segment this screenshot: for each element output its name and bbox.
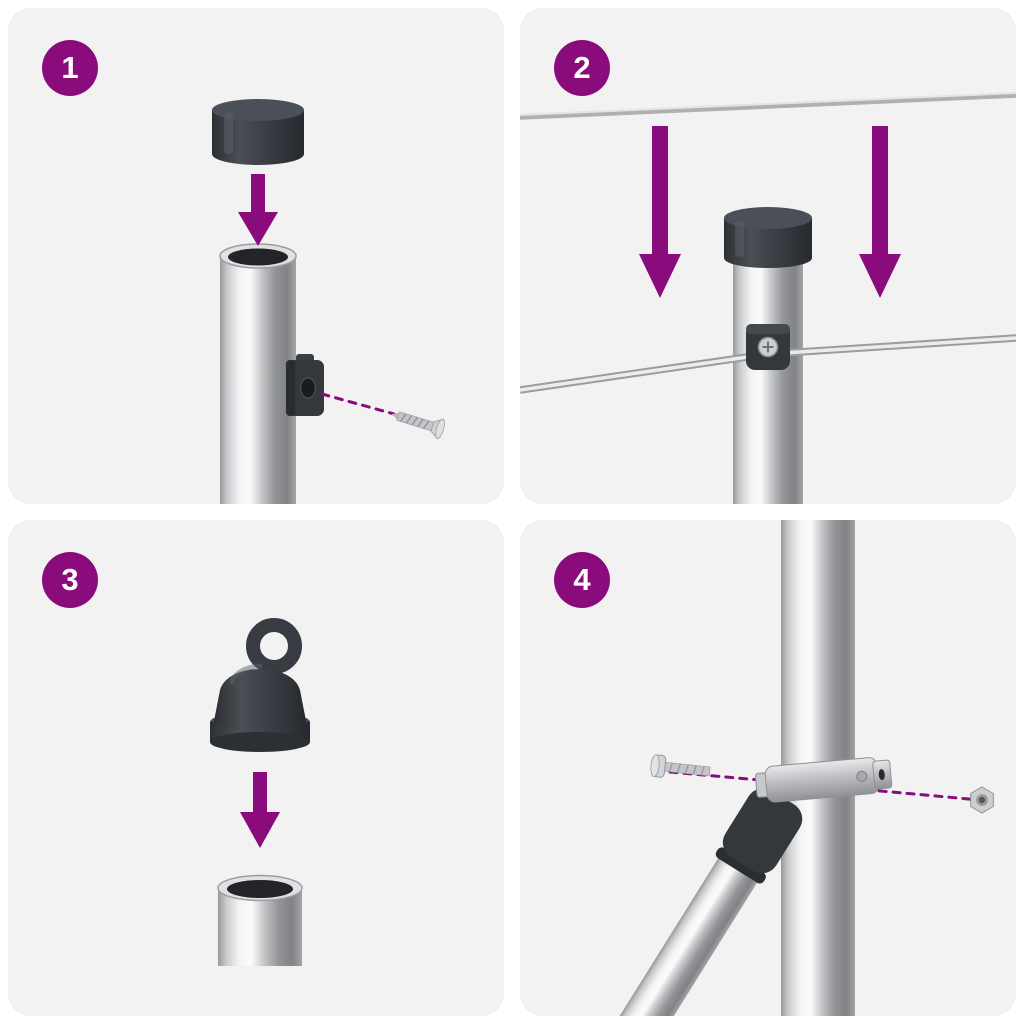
post-tube <box>217 874 303 966</box>
brace-end-fitting <box>722 788 803 874</box>
bolt <box>650 754 711 778</box>
step-number-badge: 4 <box>554 552 610 608</box>
eyelet-ring <box>246 618 302 674</box>
step-number-badge: 3 <box>42 552 98 608</box>
step-panel-3: 3 <box>8 520 504 1016</box>
screw-clamp <box>286 354 324 416</box>
step-panel-1: 1 <box>8 8 504 504</box>
step-panel-4: 4 <box>520 520 1016 1016</box>
brace-collar <box>715 847 766 884</box>
capped-post <box>724 207 812 504</box>
clamp-bolt-head <box>856 770 868 782</box>
step-1-illustration <box>212 99 445 504</box>
upper-tension-wire <box>520 92 1016 120</box>
step-number-badge: 1 <box>42 40 98 96</box>
step-number: 3 <box>61 562 79 597</box>
down-arrow-icon <box>240 772 280 848</box>
step-2-illustration <box>520 92 1016 504</box>
down-arrow-icon <box>859 126 901 298</box>
screw <box>391 411 445 440</box>
step-3-illustration <box>210 618 310 966</box>
step-number: 4 <box>573 562 591 597</box>
dashed-guide-line <box>320 392 396 416</box>
eyelet-cap <box>210 618 310 752</box>
step-number: 1 <box>61 50 79 85</box>
brace-pole <box>612 788 803 1016</box>
step-panel-2: 2 <box>520 8 1016 504</box>
brace-clamp <box>754 757 893 803</box>
step-4-illustration <box>612 520 994 1016</box>
end-cap <box>212 99 304 165</box>
nut <box>970 786 994 814</box>
down-arrow-icon <box>238 174 278 246</box>
post-tube <box>219 243 297 504</box>
step-number-badge: 2 <box>554 40 610 96</box>
step-number: 2 <box>573 50 591 85</box>
wire-clamp <box>746 324 790 370</box>
down-arrow-icon <box>639 126 681 298</box>
